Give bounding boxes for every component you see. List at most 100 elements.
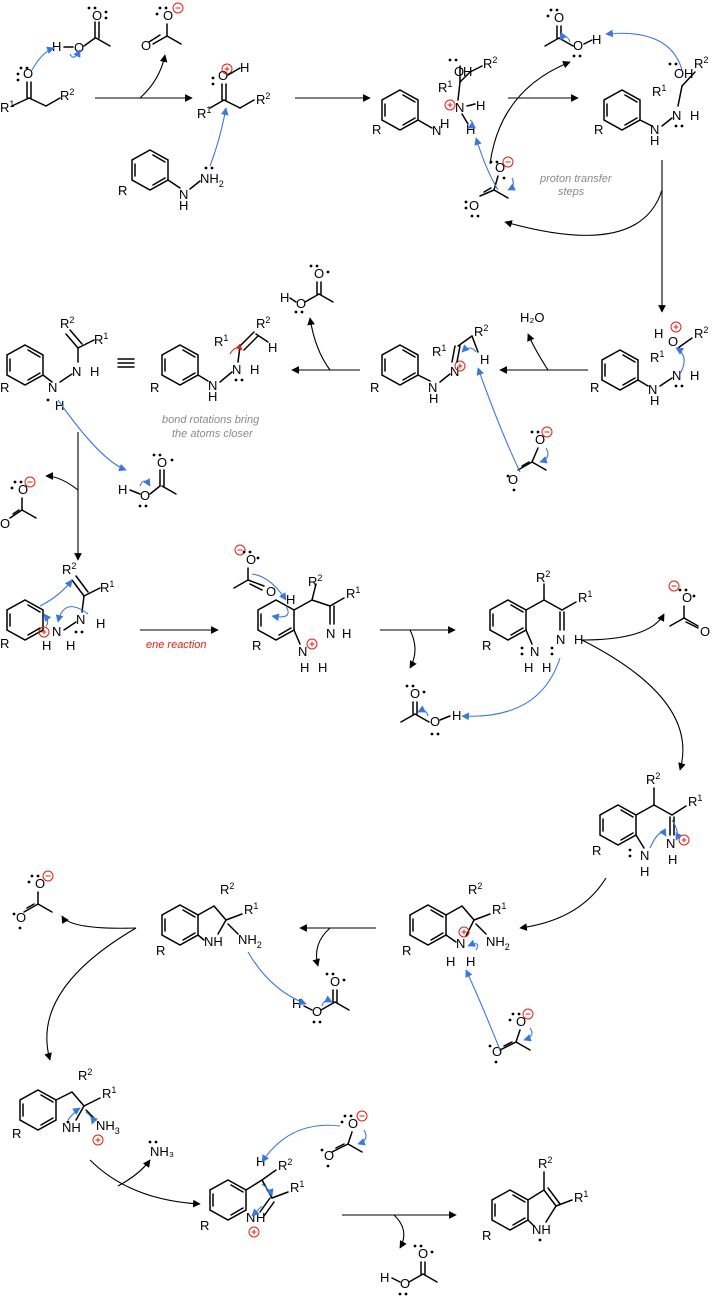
acetate-4: O O (233, 544, 276, 599)
svg-text:R2: R2 (474, 323, 488, 339)
svg-text:R2: R2 (646, 771, 660, 787)
svg-text:R2: R2 (308, 573, 322, 589)
svg-text:H: H (90, 364, 99, 379)
svg-text:O: O (495, 160, 505, 175)
svg-text:H: H (380, 1270, 389, 1285)
svg-text:O: O (674, 66, 684, 81)
svg-text:R2: R2 (78, 1067, 92, 1083)
svg-text:R: R (370, 380, 379, 395)
svg-text:N: N (556, 632, 565, 647)
indoleninium: R H R2 R1 H N (200, 1154, 304, 1238)
svg-text:H: H (466, 954, 475, 969)
svg-text:O: O (400, 1276, 410, 1291)
svg-text:O: O (700, 624, 710, 639)
svg-text:R1: R1 (688, 793, 702, 809)
svg-text:N: N (648, 382, 657, 397)
svg-text:H: H (42, 638, 51, 653)
svg-text:H: H (650, 133, 659, 148)
svg-text:R: R (482, 638, 491, 653)
svg-text:R2: R2 (468, 881, 482, 897)
svg-text:O: O (312, 1004, 322, 1019)
svg-text:H: H (690, 108, 699, 123)
acetate-6: O O (488, 1008, 534, 1064)
svg-text:R: R (592, 843, 601, 858)
svg-text:O: O (508, 472, 518, 487)
svg-text:O: O (140, 488, 150, 503)
svg-text:R2: R2 (694, 55, 708, 71)
svg-text:H: H (240, 60, 249, 75)
svg-text:H: H (96, 616, 105, 631)
svg-text:H: H (654, 326, 663, 341)
svg-text:H: H (55, 398, 64, 413)
svg-text:O: O (348, 1116, 358, 1131)
svg-text:H: H (480, 352, 489, 367)
svg-text:R1: R1 (94, 331, 108, 347)
svg-text:NH₃: NH₃ (150, 1144, 174, 1159)
svg-text:R: R (12, 1126, 21, 1141)
svg-text:O: O (418, 1246, 428, 1261)
svg-text:H: H (452, 708, 461, 723)
svg-text:R: R (0, 380, 9, 395)
acetate-8: O O (320, 1110, 368, 1168)
svg-text:H: H (466, 122, 475, 137)
svg-text:R: R (594, 122, 603, 137)
svg-text:H: H (286, 592, 295, 607)
protonated-ketone: O H R1 R2 (197, 60, 270, 121)
svg-text:H: H (318, 660, 327, 675)
svg-text:H: H (208, 389, 217, 404)
svg-text:N: N (52, 624, 61, 639)
svg-text:O: O (430, 714, 440, 729)
svg-text:NH2: NH2 (238, 932, 262, 950)
acetate-3: O O (0, 476, 37, 531)
svg-text:R: R (402, 943, 411, 958)
svg-text:R1: R1 (574, 1189, 588, 1205)
aniline-imine: R N H H R2 R1 N H (482, 569, 592, 675)
svg-text:H: H (292, 996, 301, 1011)
svg-text:N: N (72, 364, 81, 379)
svg-text:O: O (330, 974, 340, 989)
svg-text:N: N (179, 187, 188, 202)
svg-text:N: N (640, 848, 649, 863)
svg-text:R: R (118, 183, 127, 198)
svg-text:R2: R2 (278, 1157, 292, 1173)
svg-text:R: R (200, 1218, 209, 1233)
svg-text:H: H (542, 660, 551, 675)
svg-text:H: H (268, 340, 277, 355)
svg-text:H: H (342, 626, 351, 641)
acetic-acid-6: O O H (292, 972, 350, 1024)
svg-text:N: N (450, 364, 459, 379)
svg-text:H: H (574, 632, 583, 647)
svg-text:R1: R1 (100, 579, 114, 595)
protonated-aminal-nh3: R R2 R1 NH NH3 (12, 1067, 120, 1146)
svg-text:H: H (668, 852, 677, 867)
iminium-ion: R N H N R1 R2 H (370, 323, 489, 406)
svg-text:R2: R2 (536, 569, 550, 585)
svg-text:H: H (690, 368, 699, 383)
svg-text:R2: R2 (60, 315, 74, 331)
svg-text:NH: NH (62, 1120, 81, 1135)
svg-text:R: R (590, 380, 599, 395)
svg-text:R2: R2 (256, 91, 270, 107)
svg-text:O: O (535, 432, 545, 447)
svg-text:R1: R1 (214, 333, 228, 349)
svg-text:O: O (92, 8, 102, 23)
protonated-aminal: R R2 R1 N H H NH2 (402, 881, 510, 969)
svg-text:O: O (296, 296, 306, 311)
svg-text:the atoms closer: the atoms closer (172, 428, 254, 440)
svg-text:R2: R2 (694, 325, 708, 341)
svg-text:N: N (48, 380, 57, 395)
svg-text:O: O (682, 590, 692, 605)
svg-text:R1: R1 (290, 1179, 304, 1195)
svg-text:R: R (150, 380, 159, 395)
svg-text:O: O (410, 686, 420, 701)
svg-text:N: N (76, 612, 85, 627)
enehydrazine: R N H N H R1 R2 (0, 315, 108, 413)
svg-text:H: H (300, 660, 309, 675)
svg-text:R1: R1 (432, 343, 446, 359)
svg-text:N: N (208, 378, 217, 393)
svg-text:O: O (554, 10, 564, 25)
svg-text:O: O (16, 910, 26, 925)
svg-text:H: H (280, 290, 289, 305)
svg-text:H: H (463, 64, 472, 79)
